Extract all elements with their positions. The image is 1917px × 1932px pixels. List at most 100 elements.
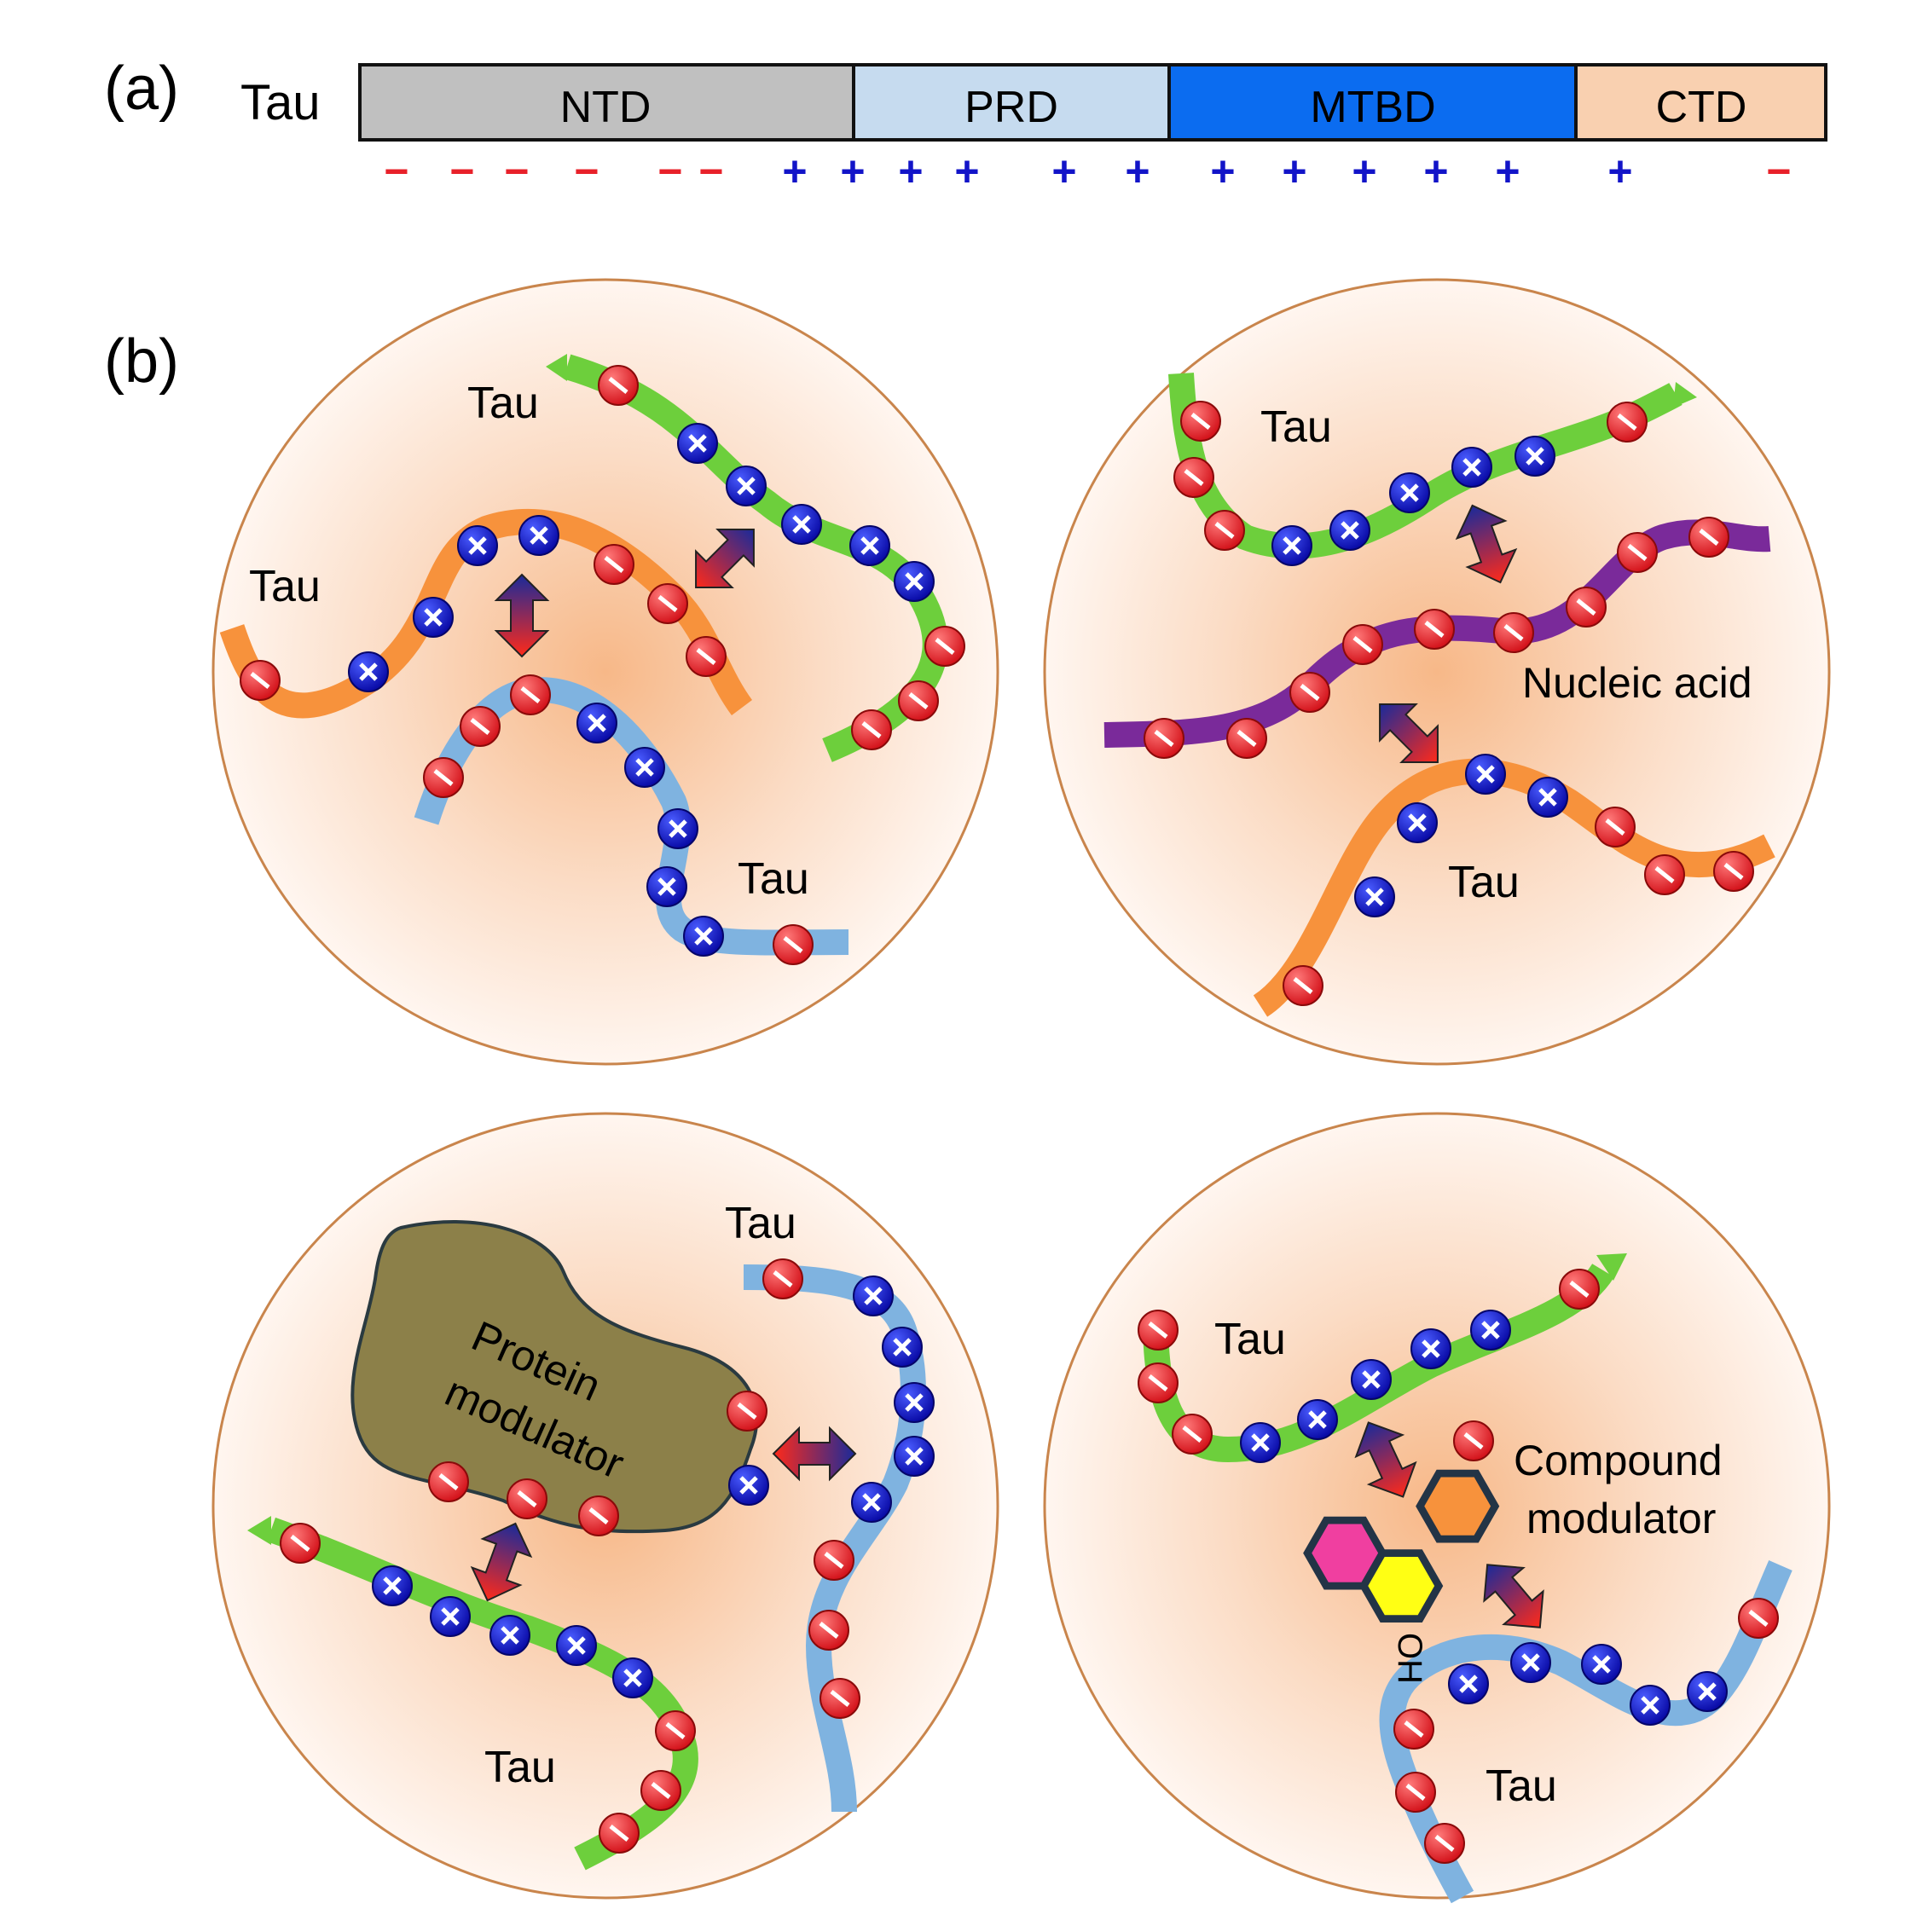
pos-charge bbox=[457, 525, 498, 566]
charge-mark: − bbox=[384, 148, 408, 195]
neg-charge bbox=[240, 660, 281, 701]
neg-charge bbox=[578, 1495, 619, 1536]
protein-label: Tau bbox=[240, 75, 321, 130]
pos-charge bbox=[1240, 1422, 1281, 1463]
neg-charge bbox=[1607, 402, 1648, 443]
tau-label: Tau bbox=[1260, 402, 1332, 452]
panel-b: (b) Tau Tau Tau bbox=[104, 278, 1831, 1904]
nucleic-acid-label: Nucleic acid bbox=[1522, 659, 1752, 707]
charge-row: − − − − − − + + + + + + + + + + + + − bbox=[384, 148, 1791, 195]
neg-charge bbox=[1342, 624, 1383, 665]
pos-charge bbox=[1451, 447, 1492, 488]
domain-ctd-label: CTD bbox=[1656, 83, 1747, 132]
panel-a-label: (a) bbox=[104, 55, 179, 123]
neg-charge bbox=[655, 1710, 696, 1751]
interaction-arrow bbox=[1379, 703, 1439, 763]
pos-charge bbox=[348, 651, 389, 692]
pos-charge bbox=[1687, 1671, 1728, 1712]
pos-charge bbox=[518, 515, 559, 556]
neg-charge bbox=[1144, 718, 1184, 759]
interaction-arrow bbox=[1483, 1564, 1544, 1628]
pos-charge bbox=[1354, 876, 1395, 917]
protein-modulator-shape bbox=[350, 1220, 759, 1534]
neg-charge bbox=[647, 583, 688, 624]
pos-charge bbox=[1448, 1663, 1489, 1704]
domain-mtbd-label: MTBD bbox=[1310, 83, 1435, 132]
pos-charge bbox=[1329, 510, 1370, 551]
strand-arrowhead bbox=[546, 354, 567, 381]
charge-mark: + bbox=[1423, 148, 1448, 195]
pos-charge bbox=[677, 423, 718, 464]
neg-charge bbox=[851, 709, 892, 750]
charge-mark: + bbox=[1125, 148, 1150, 195]
interaction-arrow bbox=[494, 573, 550, 658]
interaction-arrow bbox=[1354, 1421, 1417, 1498]
tau-label: Tau bbox=[249, 562, 321, 611]
pos-charge bbox=[1630, 1685, 1671, 1726]
interaction-arrow bbox=[1455, 504, 1518, 584]
neg-charge bbox=[460, 706, 501, 747]
pos-charge bbox=[849, 525, 890, 566]
interaction-arrow bbox=[470, 1522, 533, 1602]
neg-charge bbox=[762, 1258, 803, 1299]
neg-charge bbox=[773, 924, 814, 965]
pos-charge bbox=[853, 1275, 894, 1316]
domain-ntd bbox=[358, 63, 855, 142]
tau-label: Tau bbox=[1448, 858, 1520, 907]
pos-charge bbox=[556, 1625, 597, 1666]
pos-charge bbox=[1465, 754, 1506, 795]
compound-modulator-label-line2: modulator bbox=[1526, 1495, 1716, 1542]
pos-charge bbox=[894, 1382, 935, 1423]
tau-strand-green bbox=[1143, 1263, 1614, 1463]
charge-mark: + bbox=[1495, 148, 1520, 195]
droplet-1 bbox=[211, 278, 999, 1066]
hexagon-orange bbox=[1416, 1469, 1500, 1543]
pos-charge bbox=[781, 504, 822, 545]
charge-mark: + bbox=[840, 148, 865, 195]
pos-charge bbox=[1510, 1642, 1551, 1683]
neg-charge bbox=[1138, 1310, 1179, 1351]
droplet-2 bbox=[1043, 278, 1831, 1066]
pos-charge bbox=[1389, 472, 1430, 513]
neg-charge bbox=[510, 674, 551, 715]
neg-charge bbox=[1283, 965, 1323, 1006]
tau-label: Tau bbox=[484, 1743, 556, 1792]
neg-charge bbox=[1566, 587, 1607, 628]
panel-a: (a) Tau NTD PRD MTBD CTD − − − − − − + +… bbox=[104, 55, 1827, 195]
strand-arrowhead bbox=[1673, 382, 1697, 408]
neg-charge bbox=[1595, 807, 1636, 847]
compound-modulator-label-line1: Compound bbox=[1514, 1437, 1723, 1484]
neg-charge bbox=[1395, 1772, 1436, 1813]
domain-prd bbox=[852, 63, 1171, 142]
hexagon-yellow bbox=[1359, 1549, 1444, 1623]
neg-charge bbox=[1617, 532, 1658, 573]
neg-charge bbox=[1204, 510, 1245, 551]
neg-charge bbox=[280, 1523, 321, 1564]
charge-mark: + bbox=[1607, 148, 1632, 195]
tau-label: Tau bbox=[738, 854, 809, 904]
pos-charge bbox=[646, 866, 687, 907]
hydroxyl-label: OH bbox=[1391, 1633, 1428, 1684]
tau-label: Tau bbox=[467, 379, 539, 428]
neg-charge bbox=[640, 1770, 681, 1811]
neg-charge bbox=[1713, 851, 1754, 892]
neg-charge bbox=[898, 680, 939, 721]
charge-mark: − bbox=[574, 148, 599, 195]
neg-charge bbox=[808, 1610, 849, 1651]
neg-charge bbox=[1138, 1362, 1179, 1403]
charge-mark: − bbox=[504, 148, 529, 195]
domain-mtbd bbox=[1167, 63, 1578, 142]
pos-charge bbox=[430, 1596, 471, 1637]
pos-charge bbox=[1351, 1359, 1392, 1400]
tau-label: Tau bbox=[725, 1199, 796, 1248]
neg-charge bbox=[1453, 1420, 1494, 1461]
charge-mark: + bbox=[782, 148, 807, 195]
droplet-3-content: Protein modulator Tau Tau bbox=[247, 1199, 935, 1871]
pos-charge bbox=[372, 1565, 413, 1606]
neg-charge bbox=[428, 1461, 469, 1502]
charge-mark: + bbox=[1282, 148, 1306, 195]
pos-charge bbox=[894, 561, 935, 602]
charge-mark: + bbox=[954, 148, 979, 195]
strand-arrowhead bbox=[1596, 1253, 1627, 1281]
droplet-1-content: Tau Tau Tau bbox=[219, 354, 965, 965]
